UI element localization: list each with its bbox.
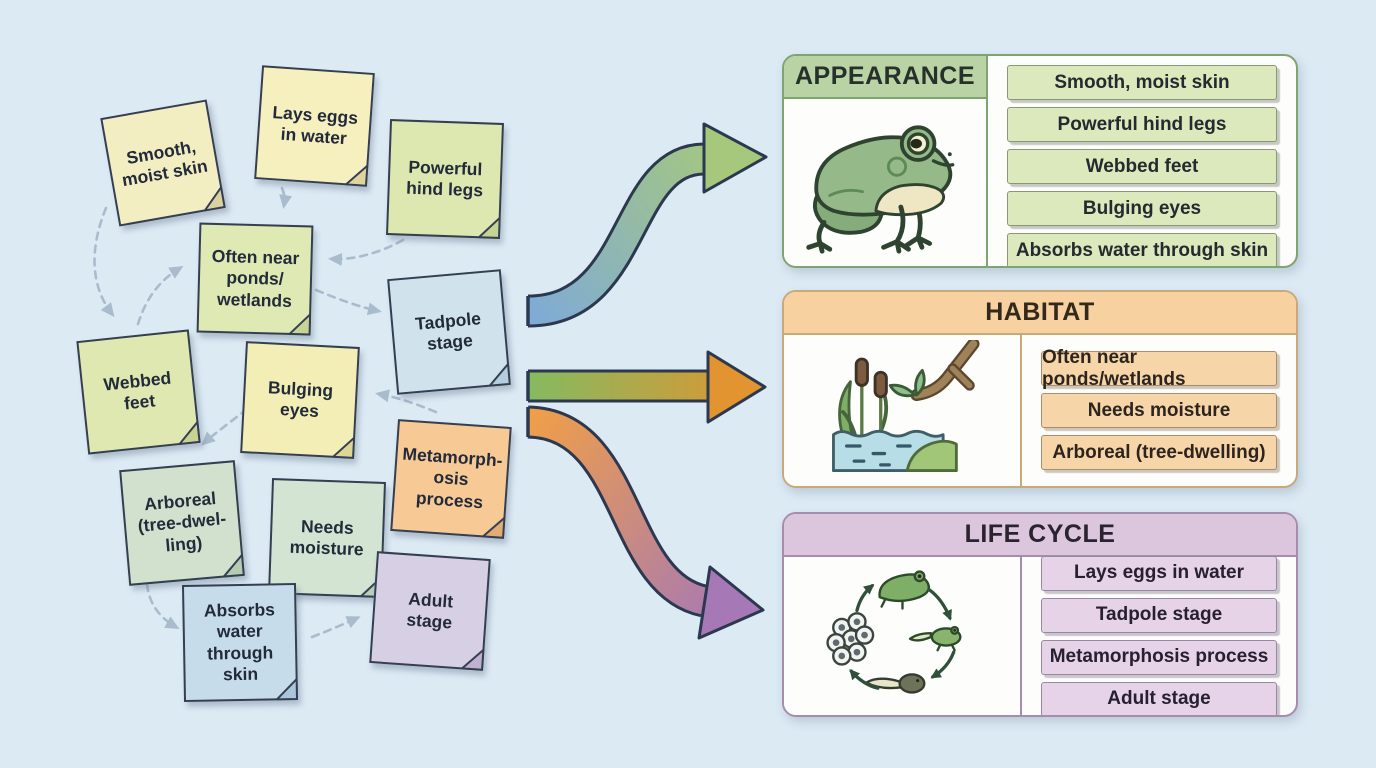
sticky-note-smooth-moist-skin[interactable]: Smooth, moist skin [100,99,226,227]
sticky-note-label: Bulging eyes [267,376,334,421]
folded-corner-icon [488,362,511,387]
life-cycle-item: Adult stage [1041,681,1277,715]
sticky-note-label: Webbed feet [102,367,173,414]
sticky-note-label: Metamorph- osis process [401,443,504,512]
sticky-note-webbed-feet[interactable]: Webbed feet [76,329,201,455]
life-cycle-items-list: Lays eggs in water Tadpole stage Metamor… [1022,555,1296,715]
sticky-note-label: Lays eggs in water [271,101,359,149]
sticky-note-label: Absorbs water through skin [203,599,276,685]
sticky-note-arboreal-tree-dwelling[interactable]: Arboreal (tree-dwel- ling) [119,460,245,586]
sticky-note-label: Tadpole stage [414,307,482,354]
sticky-note-needs-moisture[interactable]: Needs moisture [268,478,386,598]
habitat-item: Needs moisture [1041,393,1277,428]
note-connector-arrows [93,186,438,639]
frog-icon [784,99,986,266]
pond-habitat-icon [784,335,1022,486]
appearance-panel-title: APPEARANCE [784,56,986,99]
folded-corner-icon [345,164,369,187]
appearance-item: Webbed feet [1007,149,1277,184]
sticky-note-powerful-hind-legs[interactable]: Powerful hind legs [386,119,504,239]
appearance-item: Bulging eyes [1007,191,1277,226]
sticky-note-lays-eggs-in-water[interactable]: Lays eggs in water [254,65,375,187]
habitat-item: Often near ponds/wetlands [1041,347,1277,390]
habitat-panel-title: HABITAT [784,292,1296,335]
appearance-panel: APPEARANCE [782,54,1298,268]
sticky-note-bulging-eyes[interactable]: Bulging eyes [240,341,360,459]
sticky-note-often-near-ponds-wetlands[interactable]: Often near ponds/ wetlands [196,222,314,336]
sticky-note-label: Powerful hind legs [405,156,484,201]
sticky-note-label: Often near ponds/ wetlands [211,245,300,311]
folded-corner-icon [275,678,298,701]
appearance-item: Smooth, moist skin [1007,65,1277,100]
life-cycle-item: Lays eggs in water [1041,555,1277,591]
sticky-note-label: Smooth, moist skin [120,135,210,191]
sticky-note-tadpole-stage[interactable]: Tadpole stage [387,269,511,395]
habitat-panel: HABITAT [782,290,1298,488]
flow-arrow-to-life-cycle [526,405,765,640]
life-cycle-item: Tadpole stage [1041,597,1277,633]
sticky-note-adult-stage[interactable]: Adult stage [369,551,491,671]
folded-corner-icon [178,421,201,445]
folded-corner-icon [461,648,485,671]
appearance-item: Powerful hind legs [1007,107,1277,142]
flow-arrow-to-habitat [526,350,767,424]
folded-corner-icon [222,553,245,578]
sticky-note-label: Adult stage [405,588,454,633]
appearance-panel-left-column: APPEARANCE [784,56,988,266]
habitat-items-list: Often near ponds/wetlands Needs moisture… [1022,335,1296,486]
sticky-note-label: Arboreal (tree-dwel- ling) [136,487,227,556]
folded-corner-icon [477,216,501,239]
appearance-item: Absorbs water through skin [1007,233,1277,266]
folded-corner-icon [288,313,312,336]
sticky-note-label: Needs moisture [289,515,364,560]
life-cycle-panel: LIFE CYCLE [782,512,1298,717]
frog-life-cycle-icon [784,557,1022,715]
habitat-item: Arboreal (tree-dwelling) [1041,435,1277,470]
folded-corner-icon [203,186,226,212]
sticky-note-absorbs-water-through-skin[interactable]: Absorbs water through skin [181,583,299,702]
flow-arrow-to-appearance [526,122,768,328]
folded-corner-icon [482,516,506,539]
sticky-note-metamorphosis-process[interactable]: Metamorph- osis process [390,419,512,539]
folded-corner-icon [332,436,356,459]
appearance-items-list: Smooth, moist skin Powerful hind legs We… [988,56,1296,266]
life-cycle-item: Metamorphosis process [1041,639,1277,675]
life-cycle-panel-title: LIFE CYCLE [784,514,1296,557]
